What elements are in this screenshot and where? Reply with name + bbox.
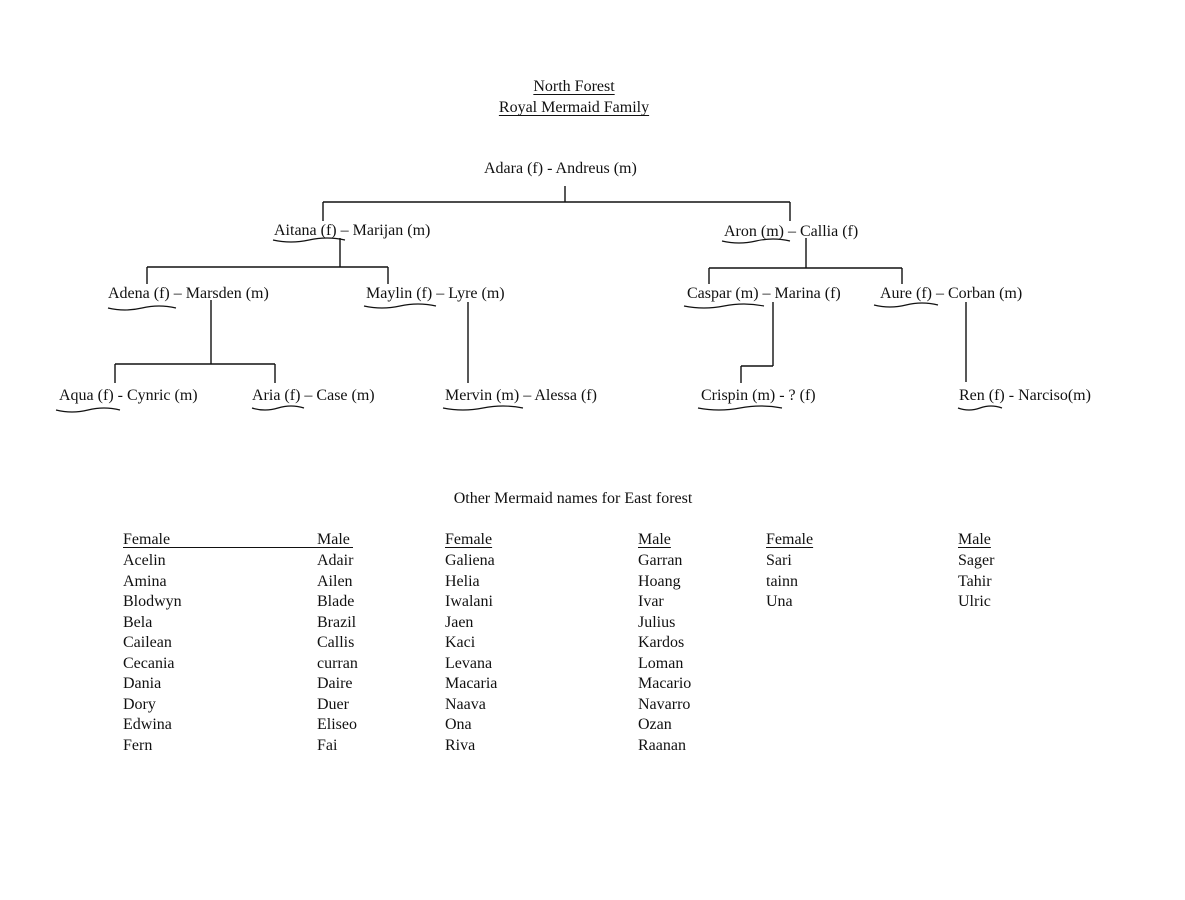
aqua-squiggle — [55, 407, 121, 413]
group2-male-header: Male — [638, 531, 671, 548]
list-item: Callis — [317, 634, 355, 651]
tree-node-aure: Aure (f) – Corban (m) — [880, 285, 1023, 302]
ren-squiggle — [957, 405, 1003, 411]
aitana-squiggle — [272, 237, 346, 243]
list-item: Duer — [317, 695, 349, 713]
adena-squiggle — [107, 305, 177, 311]
list-item: Helia — [445, 572, 480, 590]
tree-node-aitana: Aitana (f) – Marijan (m) — [274, 222, 431, 239]
list-item: Blade — [317, 593, 355, 610]
list-item: Macaria — [445, 675, 498, 692]
list-item: Brazil — [317, 613, 357, 631]
tree-node-caspar: Caspar (m) – Marina (f) — [687, 285, 841, 302]
list-item: Galiena — [445, 552, 495, 569]
list-item: Cailean — [123, 634, 172, 651]
list-item: Edwina — [123, 716, 172, 733]
list-item: Acelin — [123, 552, 166, 569]
list-item: Sager — [958, 552, 995, 569]
list-item: Macario — [638, 675, 692, 692]
crispin-squiggle — [697, 405, 783, 411]
list-item: Naava — [445, 695, 486, 713]
list-item: Dory — [123, 695, 156, 713]
list-item: Blodwyn — [123, 593, 182, 610]
list-item: Garran — [638, 552, 683, 569]
list-item: Kaci — [445, 634, 476, 651]
group1-header-rule — [123, 547, 353, 548]
list-item: Ozan — [638, 716, 672, 733]
list-item: Bela — [123, 613, 153, 631]
aria-squiggle — [251, 405, 305, 411]
list-item: Daire — [317, 675, 353, 692]
list-item: tainn — [766, 572, 798, 590]
aron-squiggle — [721, 238, 791, 244]
list-item: Ailen — [317, 572, 353, 590]
names-heading: Other Mermaid names for East forest — [453, 490, 693, 507]
list-item: Julius — [638, 613, 676, 631]
list-item: Hoang — [638, 572, 681, 590]
group1-female-list: Acelin Amina Blodwyn Bela Cailean Cecani… — [123, 551, 182, 756]
list-item: Levana — [445, 654, 493, 672]
list-item: Navarro — [638, 695, 691, 713]
list-item: Iwalani — [445, 593, 493, 610]
group1-female-header: Female — [123, 531, 171, 548]
group2-female-list: Galiena Helia Iwalani Jaen Kaci Levana M… — [445, 551, 497, 756]
tree-node-ren: Ren (f) - Narciso(m) — [959, 387, 1091, 404]
list-item: Ulric — [958, 593, 991, 610]
tree-node-aria: Aria (f) – Case (m) — [252, 387, 375, 404]
mervin-squiggle — [442, 405, 524, 411]
list-item: Kardos — [638, 634, 685, 651]
list-item: Tahir — [958, 572, 992, 590]
tree-node-root: Adara (f) - Andreus (m) — [484, 160, 637, 177]
maylin-squiggle — [363, 303, 437, 309]
list-item: Una — [766, 593, 793, 610]
group3-male-list: Sager Tahir Ulric — [958, 551, 994, 613]
list-item: Amina — [123, 572, 167, 590]
tree-node-adena: Adena (f) – Marsden (m) — [108, 285, 269, 302]
list-item: Ona — [445, 716, 472, 733]
list-item: Fern — [123, 736, 153, 754]
group2-female-header: Female — [445, 531, 493, 548]
group1-male-list: Adair Ailen Blade Brazil Callis curran D… — [317, 551, 358, 756]
tree-node-crispin: Crispin (m) - ? (f) — [701, 387, 816, 404]
tree-node-mervin: Mervin (m) – Alessa (f) — [445, 387, 597, 404]
group1-male-header: Male — [317, 531, 350, 548]
list-item: Adair — [317, 552, 354, 569]
group3-female-list: Sari tainn Una — [766, 551, 798, 613]
list-item: Eliseo — [317, 716, 357, 733]
list-item: Sari — [766, 552, 792, 569]
tree-node-maylin: Maylin (f) – Lyre (m) — [366, 285, 505, 302]
list-item: Loman — [638, 654, 684, 672]
list-item: curran — [317, 654, 358, 672]
group2-male-list: Garran Hoang Ivar Julius Kardos Loman Ma… — [638, 551, 691, 756]
list-item: Jaen — [445, 613, 474, 631]
tree-node-aron: Aron (m) – Callia (f) — [724, 223, 859, 240]
page-subtitle: Royal Mermaid Family — [498, 99, 650, 116]
list-item: Dania — [123, 675, 162, 692]
caspar-squiggle — [683, 303, 765, 309]
list-item: Riva — [445, 736, 476, 754]
list-item: Ivar — [638, 593, 664, 610]
list-item: Raanan — [638, 736, 686, 754]
list-item: Fai — [317, 736, 338, 754]
list-item: Cecania — [123, 654, 175, 672]
group3-female-header: Female — [766, 531, 814, 548]
group3-male-header: Male — [958, 531, 991, 548]
aure-squiggle — [873, 302, 939, 308]
page-title: North Forest — [533, 78, 615, 95]
tree-node-aqua: Aqua (f) - Cynric (m) — [59, 387, 198, 404]
